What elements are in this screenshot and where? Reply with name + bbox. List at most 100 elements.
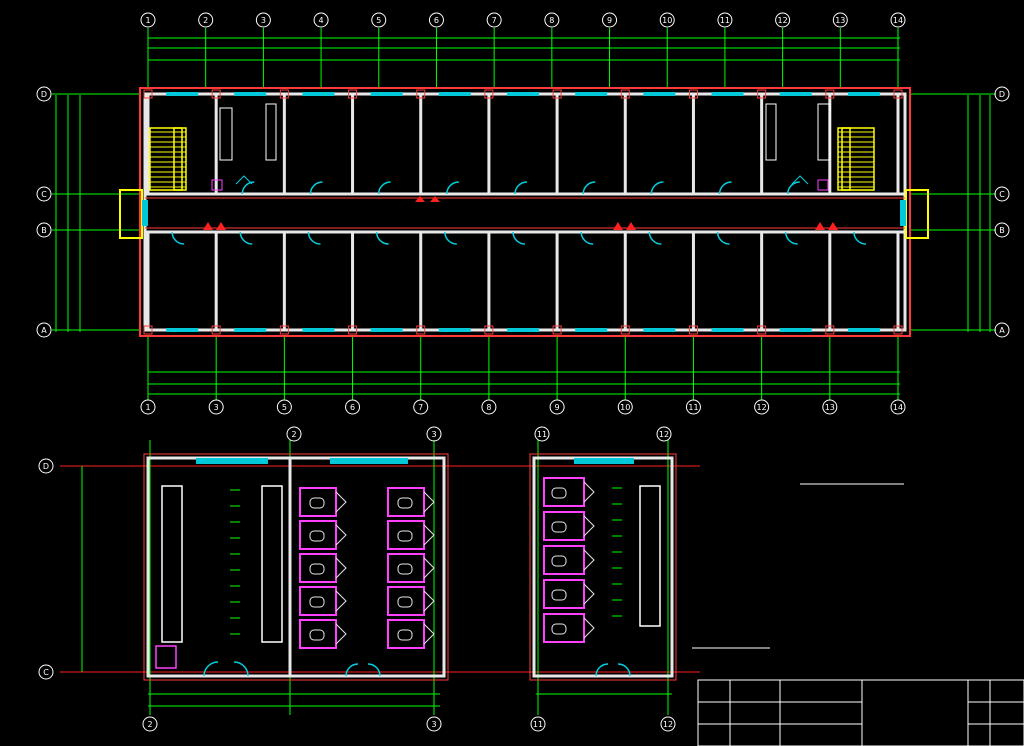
bottom-axis-bubble-14-label: 14 <box>893 403 903 412</box>
bottom-axis-bubble-13: 13 <box>822 399 838 415</box>
toilet-stalls <box>299 487 435 649</box>
stall <box>299 586 337 616</box>
annotation-lines <box>692 483 904 649</box>
toilet-right-top-bubble-12: 12 <box>656 426 672 442</box>
stall <box>387 553 425 583</box>
bottom-axis-bubble-8: 8 <box>481 399 497 415</box>
toilet-stalls-right <box>543 477 622 643</box>
toilet-left-side-bubble-C-label: C <box>43 668 49 677</box>
top-axis-bubble-6-label: 6 <box>434 16 439 25</box>
window-south-0 <box>166 328 199 332</box>
left-axis-bubble-C: C <box>36 186 52 202</box>
stall <box>387 619 425 649</box>
toilet-right-window <box>574 458 634 464</box>
stall-door-swing <box>583 583 595 605</box>
washroom-top-left <box>211 103 277 191</box>
right-axis-bubble-B: B <box>994 222 1010 238</box>
bottom-axis-bubble-12-label: 12 <box>757 403 767 412</box>
toilet-bowl <box>397 497 413 509</box>
top-axis-bubble-14: 14 <box>890 12 906 28</box>
toilet-right-door <box>595 663 631 677</box>
left-axis-bubble-C-label: C <box>41 190 47 199</box>
top-axis-bubble-7-label: 7 <box>492 16 497 25</box>
toilet-left-bottom-bubble-3-label: 3 <box>431 720 436 729</box>
stall <box>299 553 337 583</box>
top-axis-bubble-2-label: 2 <box>203 16 208 25</box>
door-north-1 <box>241 181 255 195</box>
toilet-right-bottom-bubble-11: 11 <box>530 716 546 732</box>
top-axis-bubble-3-label: 3 <box>261 16 266 25</box>
door-south-7 <box>648 231 662 245</box>
top-axis-bubble-7: 7 <box>486 12 502 28</box>
toilet-bowl <box>309 563 325 575</box>
door-south-4 <box>444 231 457 245</box>
bottom-axis-bubble-10-label: 10 <box>620 403 630 412</box>
door-north-9 <box>786 181 800 195</box>
stall-door-swing <box>335 557 347 579</box>
toilet-bowl <box>397 629 413 641</box>
right-axis-bubble-C: C <box>994 186 1010 202</box>
urinals <box>230 489 240 635</box>
door-south-2 <box>307 231 321 245</box>
top-axis-bubble-12: 12 <box>775 12 791 28</box>
bottom-axis-bubble-3-label: 3 <box>214 403 219 412</box>
door-south-10 <box>853 231 866 245</box>
top-axis-bubble-11: 11 <box>717 12 733 28</box>
window-south-4 <box>438 328 471 332</box>
door-north-2 <box>309 181 323 195</box>
toilet-right-top-bubble-11: 11 <box>534 426 550 442</box>
toilet-left-bottom-bubble-3: 3 <box>426 716 442 732</box>
entrance-right-glass <box>900 200 906 226</box>
stall <box>543 477 585 507</box>
bottom-axis-bubble-9-label: 9 <box>555 403 560 412</box>
stall <box>543 613 585 643</box>
window-south-10 <box>847 328 880 332</box>
stall-door-swing <box>335 524 347 546</box>
toilet-bowl <box>397 596 413 608</box>
toilet-left-top-bubble-2-label: 2 <box>291 430 296 439</box>
toilet-left-top-bubble-3: 3 <box>426 426 442 442</box>
bottom-axis-bubble-12: 12 <box>754 399 770 415</box>
top-axis-bubble-8-label: 8 <box>549 16 554 25</box>
bottom-axis-bubble-11-label: 11 <box>688 403 698 412</box>
window-south-6 <box>575 328 608 332</box>
top-axis-bubble-8: 8 <box>544 12 560 28</box>
bottom-axis-bubble-5: 5 <box>276 399 292 415</box>
bottom-axis-bubble-9: 9 <box>549 399 565 415</box>
window-north-10 <box>847 92 880 96</box>
right-axis-bubble-C-label: C <box>999 190 1005 199</box>
stall-door-swing <box>335 590 347 612</box>
window-north-3 <box>370 92 403 96</box>
stall <box>299 520 337 550</box>
door-south-6 <box>580 231 594 245</box>
stall-door-swing <box>335 623 347 645</box>
basin-counter-left <box>161 485 183 643</box>
toilet-left-door <box>203 661 249 677</box>
bottom-axis-bubble-3: 3 <box>208 399 224 415</box>
left-axis-bubble-A-label: A <box>41 326 47 335</box>
toilet-bowl <box>551 487 567 499</box>
stall-door-swing <box>423 524 435 546</box>
top-axis-bubble-1: 1 <box>140 12 156 28</box>
right-axis-bubble-D-label: D <box>999 90 1005 99</box>
door-south-8 <box>716 231 730 245</box>
stall <box>387 487 425 517</box>
stall-door-swing <box>423 623 435 645</box>
stall <box>387 520 425 550</box>
right-axis-bubble-A: A <box>994 322 1010 338</box>
room-partition-walls <box>143 89 903 335</box>
top-axis-bubble-12-label: 12 <box>778 16 788 25</box>
stall-door-swing <box>423 491 435 513</box>
doors <box>171 181 866 245</box>
window-north-4 <box>438 92 471 96</box>
toilet-left-top-bubble-2: 2 <box>286 426 302 442</box>
stall <box>543 511 585 541</box>
toilet-left-top-bubble-3-label: 3 <box>431 430 436 439</box>
stall <box>543 579 585 609</box>
stall <box>543 545 585 575</box>
